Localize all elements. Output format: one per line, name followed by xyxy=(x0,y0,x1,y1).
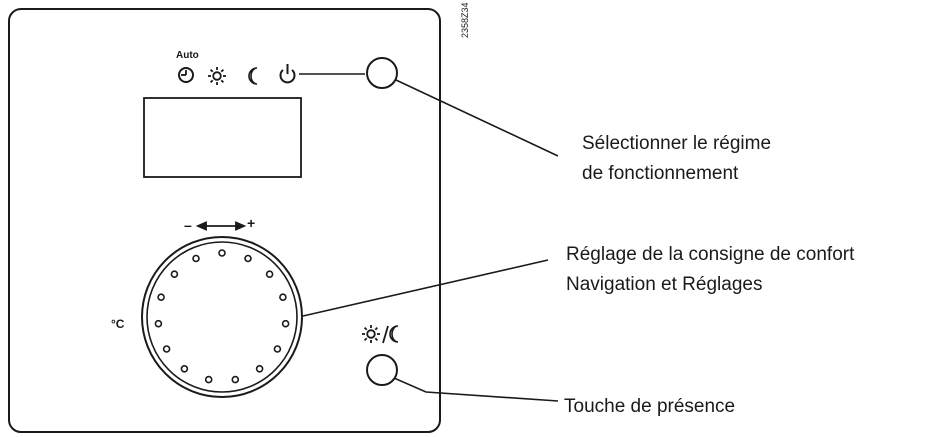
dial-dot xyxy=(273,345,282,353)
dial-dot xyxy=(244,254,252,263)
dial-callout-line1: Réglage de la consigne de confort xyxy=(566,244,855,265)
power-icon xyxy=(279,64,296,84)
dial-inner-ring xyxy=(146,241,298,393)
dial-dot xyxy=(265,270,274,279)
mode-select-button[interactable] xyxy=(366,57,398,89)
mode-callout-line xyxy=(395,79,559,157)
sun-icon xyxy=(208,67,226,85)
dial-callout-line xyxy=(302,259,549,317)
dial-dot xyxy=(218,249,226,257)
dial-outer-ring xyxy=(141,236,303,398)
presence-callout-line1: Touche de présence xyxy=(564,396,736,417)
presence-button[interactable] xyxy=(366,354,398,386)
dial-arrow xyxy=(195,221,247,231)
moon-icon xyxy=(248,67,258,85)
temperature-unit-label: °C xyxy=(111,317,125,331)
dial-dot xyxy=(231,375,240,384)
dial-dot xyxy=(170,270,179,279)
dial-plus-label: + xyxy=(247,215,256,231)
dial-dot xyxy=(154,319,163,328)
dial-minus-label: – xyxy=(184,217,192,233)
clock-icon xyxy=(178,67,194,83)
auto-mode-label: Auto xyxy=(176,50,199,61)
dial-dot xyxy=(279,293,287,302)
display-window xyxy=(143,97,302,178)
device-outline xyxy=(8,8,441,433)
dial-dot xyxy=(192,254,200,263)
mode-select-callout: Sélectionner le régime de fonctionnement xyxy=(582,129,771,189)
dial-dot xyxy=(255,364,264,373)
sun-moon-icon xyxy=(362,325,399,344)
dial-callout-line2: Navigation et Réglages xyxy=(566,274,763,295)
mode-select-callout-line2: de fonctionnement xyxy=(582,163,739,184)
presence-callout: Touche de présence xyxy=(564,392,735,422)
dial-dot xyxy=(204,375,213,384)
rotary-dial[interactable] xyxy=(141,236,303,398)
dial-dot xyxy=(157,293,165,302)
dial-dot xyxy=(162,345,171,353)
dial-dot xyxy=(180,364,189,373)
dial-dot xyxy=(281,319,290,328)
mode-select-callout-line1: Sélectionner le régime xyxy=(582,133,772,154)
dial-callout: Réglage de la consigne de confort Naviga… xyxy=(566,240,854,300)
presence-callout-line xyxy=(393,377,559,402)
dial-dots xyxy=(154,249,290,384)
reference-code: 2358Z34 xyxy=(460,2,470,38)
